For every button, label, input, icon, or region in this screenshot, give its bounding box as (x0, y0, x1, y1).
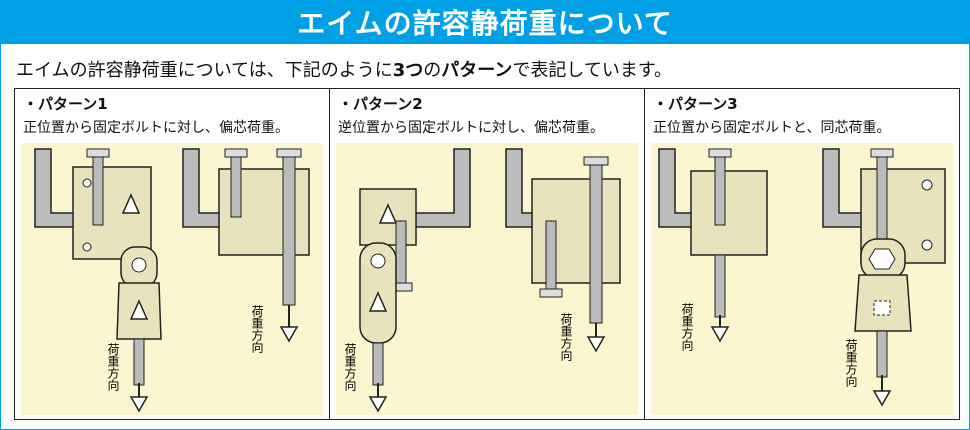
pattern-3-svg: 荷重方向 荷重方向 (658, 148, 946, 407)
fixing-bolt (714, 154, 726, 226)
load-direction-label: 荷重方向 (680, 303, 694, 351)
pattern-1-illustration: 荷重方向 荷重方向 (21, 143, 323, 415)
pattern-1-panel: ・パターン1 正位置から固定ボルトに対し、偏芯荷重。 (15, 89, 330, 419)
pattern-1-svg: 荷重方向 荷重方向 (34, 148, 310, 413)
intro-middle: の (423, 60, 442, 81)
pattern-3-desc: 正位置から固定ボルトと、同芯荷重。 (653, 120, 891, 136)
load-direction-label: 荷重方向 (106, 343, 120, 391)
pattern-2-title: ・パターン2 (338, 95, 423, 113)
pattern-3-illustration: 荷重方向 荷重方向 (651, 143, 953, 415)
clamp-body (531, 178, 621, 284)
intro-text: エイムの許容静荷重については、下記のように3つのパターンで表記しています。 (16, 56, 672, 82)
fixing-bolt (230, 154, 242, 218)
page-title: エイムの許容静荷重について (297, 7, 673, 40)
load-arrow (710, 326, 730, 343)
intro-suffix: で表記しています。 (512, 60, 673, 81)
pattern-3-panel: ・パターン3 正位置から固定ボルトと、同芯荷重。 荷重方向 (645, 89, 959, 419)
intro-prefix: エイムの許容静荷重については、下記のように (16, 60, 393, 81)
load-direction-label: 荷重方向 (559, 313, 573, 361)
clamp-body (690, 170, 768, 256)
pattern-2-panel: ・パターン2 逆位置から固定ボルトに対し、偏芯荷重。 荷重方向 (330, 89, 645, 419)
load-arrow (129, 396, 149, 413)
load-arrow (586, 336, 606, 353)
pattern-2-illustration: 荷重方向 荷重方向 (336, 143, 638, 415)
header-bar: エイムの許容静荷重について (0, 0, 970, 44)
pattern-2-svg: 荷重方向 荷重方向 (343, 148, 621, 413)
pattern-2-desc: 逆位置から固定ボルトに対し、偏芯荷重。 (338, 120, 604, 136)
load-arrow (279, 326, 299, 343)
pattern-panels: ・パターン1 正位置から固定ボルトに対し、偏芯荷重。 (14, 88, 960, 420)
load-arrow (368, 396, 388, 413)
pattern-1-desc: 正位置から固定ボルトに対し、偏芯荷重。 (23, 120, 289, 136)
fixing-bolt (395, 220, 407, 286)
load-direction-label: 荷重方向 (343, 343, 357, 391)
load-direction-label: 荷重方向 (844, 339, 858, 387)
logo-mark (121, 193, 141, 214)
pattern-1-title: ・パターン1 (23, 95, 108, 113)
intro-count: 3つ (392, 60, 424, 81)
load-direction-label: 荷重方向 (250, 305, 264, 353)
intro-pattern-word: パターン (441, 60, 513, 81)
pattern-3-title: ・パターン3 (653, 95, 738, 113)
logo-mark (378, 203, 398, 224)
fixing-bolt (92, 154, 104, 226)
load-arrow (872, 390, 892, 407)
fixing-bolt (545, 220, 557, 292)
